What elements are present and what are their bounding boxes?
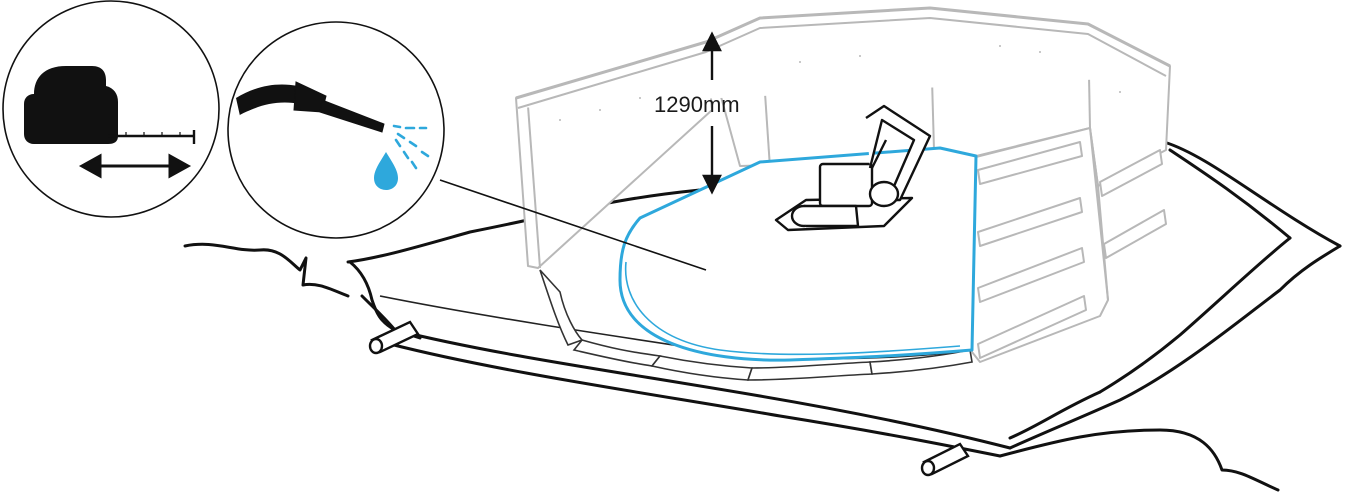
blue-base-layer xyxy=(618,146,978,362)
sandbags xyxy=(539,269,973,381)
double-arrow-icon xyxy=(78,153,192,179)
measuring-tape-callout xyxy=(2,0,220,218)
height-dimension-arrow xyxy=(702,31,722,195)
stake-left xyxy=(368,320,420,355)
stake-right xyxy=(920,442,970,477)
height-dimension-label: 1290mm xyxy=(654,92,740,117)
pool-wall-frame xyxy=(515,6,1171,363)
ground-outline xyxy=(183,140,1342,492)
water-hose-icon xyxy=(236,81,385,133)
callout-leader-line xyxy=(439,179,707,271)
measuring-tape-icon xyxy=(24,66,196,144)
plate-compactor xyxy=(774,104,932,232)
water-spray-icon xyxy=(374,124,430,190)
water-hose-callout xyxy=(227,21,445,239)
